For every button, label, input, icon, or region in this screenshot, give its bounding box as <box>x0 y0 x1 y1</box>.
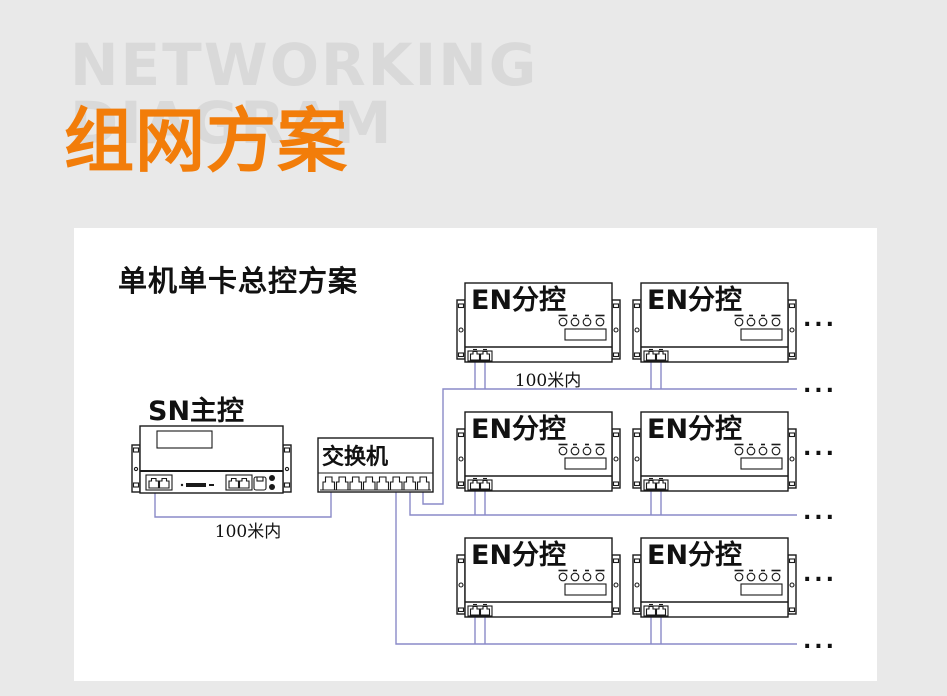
rj45-port-block-icon <box>225 474 253 491</box>
dip-connector-icon <box>180 483 214 487</box>
ellipsis-row3-line: ... <box>803 629 837 654</box>
network-diagram: EN分控 <box>131 282 837 654</box>
switch-port-icons <box>320 476 431 491</box>
distance-label-row1: 100米内 <box>515 371 581 391</box>
service-port-icon <box>253 476 267 491</box>
status-led-icons <box>558 314 605 327</box>
rj45-port-block-icon <box>145 474 173 491</box>
cables <box>154 362 797 645</box>
en-unit-box-r2c2 <box>632 411 797 492</box>
cable-row3-stubs <box>474 617 662 644</box>
diagram-panel: 单机单卡总控方案 <box>74 228 877 681</box>
ellipsis-row2-line: ... <box>803 500 837 525</box>
en-unit-chassis <box>464 282 613 363</box>
mounting-ear-left <box>131 444 141 493</box>
distance-label-master: 100米内 <box>215 522 281 542</box>
mounting-ear-right <box>611 299 621 360</box>
en-unit-box-r2c1 <box>456 411 621 492</box>
ellipsis-row3-units: ... <box>803 562 837 587</box>
watermark-diagram: DIAGRAM <box>70 89 394 157</box>
sn-master-label: SN主控 <box>148 396 244 427</box>
display-window <box>156 430 213 449</box>
en-unit-box-r1c1: EN分控 <box>456 282 621 363</box>
rj45-port-block-icon <box>467 348 493 362</box>
mounting-ear-left <box>456 299 466 360</box>
button-icon <box>269 475 275 481</box>
cable-switch-to-row1 <box>422 388 797 505</box>
watermark-networking: NETWORKING <box>70 31 539 99</box>
ellipsis-row2-units: ... <box>803 436 837 461</box>
ellipsis-row1-units: ... <box>803 307 837 332</box>
en-unit-box-r3c1 <box>456 537 621 618</box>
button-icon <box>269 484 275 490</box>
en-unit-box-r1c2 <box>632 282 797 363</box>
cable-row1-stubs <box>474 362 662 389</box>
diagram-title: 单机单卡总控方案 <box>118 264 359 298</box>
switch-label: 交换机 <box>322 444 388 470</box>
cable-row2-stubs <box>474 491 662 515</box>
cable-switch-to-row2 <box>409 491 797 516</box>
page-title: 组网方案 <box>64 100 348 182</box>
cable-master-to-switch <box>154 487 332 518</box>
en-unit-label: EN分控 <box>471 285 566 316</box>
cable-switch-to-row3 <box>395 491 797 645</box>
mounting-ear-right <box>282 444 292 493</box>
ellipsis-row1-line: ... <box>803 373 837 398</box>
sn-master-device: SN主控 <box>131 396 292 494</box>
display-window <box>564 328 607 341</box>
switch-device: 交换机 <box>317 437 434 493</box>
en-unit-box-r3c2 <box>632 537 797 618</box>
